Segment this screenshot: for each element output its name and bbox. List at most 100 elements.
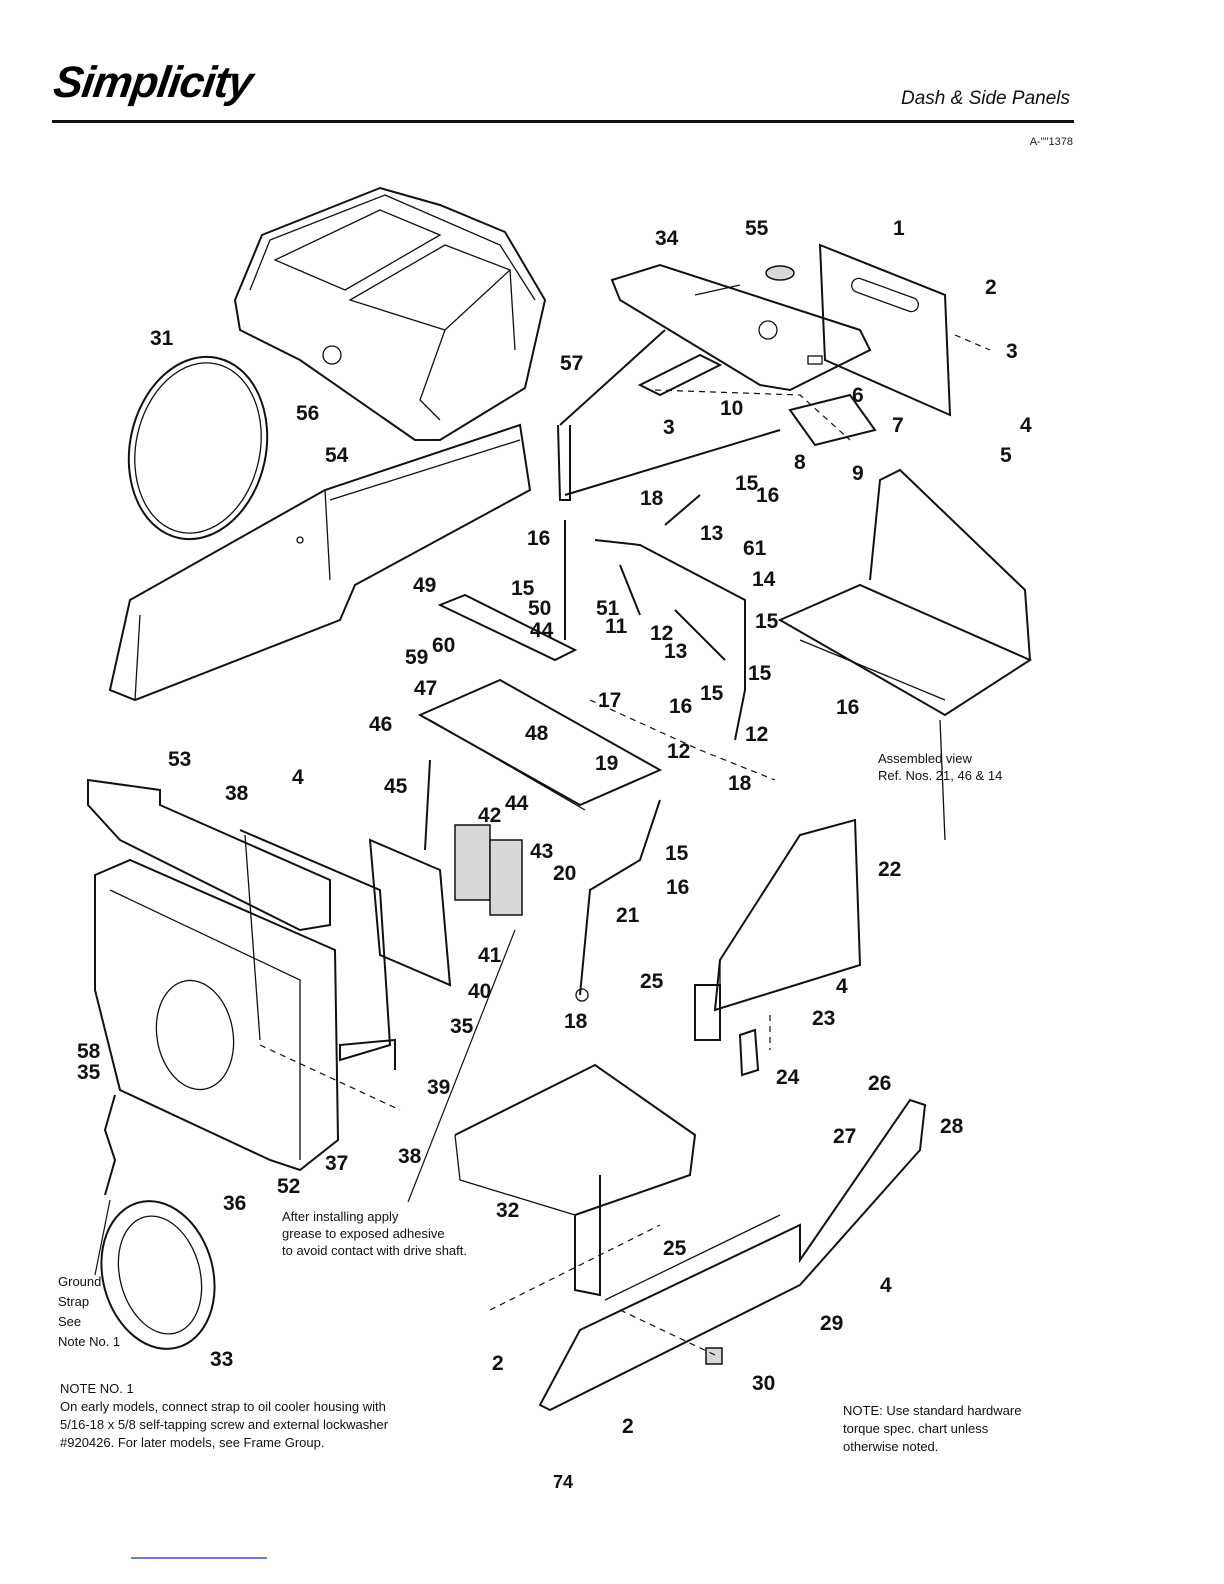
callout-13: 13	[700, 522, 723, 545]
callout-59: 59	[405, 646, 428, 669]
callout-35: 35	[77, 1061, 101, 1084]
callout-29: 29	[820, 1312, 843, 1335]
callout-4: 4	[292, 766, 304, 789]
callout-49: 49	[413, 574, 436, 597]
callout-44: 44	[505, 792, 529, 815]
callout-57: 57	[560, 352, 583, 375]
callout-16: 16	[527, 527, 550, 550]
part-left-side-panel	[108, 423, 532, 702]
callout-3: 3	[1006, 340, 1018, 363]
torque-note: NOTE: Use standard hardware torque spec.…	[843, 1403, 1022, 1454]
callout-15: 15	[700, 682, 724, 705]
callout-1: 1	[893, 217, 905, 240]
callout-15: 15	[735, 472, 759, 495]
part-dash-shroud	[233, 186, 547, 441]
callout-25: 25	[640, 970, 664, 993]
callout-3: 3	[663, 416, 675, 439]
part-housing	[94, 858, 340, 1172]
callout-54: 54	[325, 444, 349, 467]
callout-44: 44	[530, 619, 554, 642]
callout-4: 4	[880, 1274, 892, 1297]
callout-40: 40	[468, 980, 491, 1003]
callout-25: 25	[663, 1237, 687, 1260]
callout-19: 19	[595, 752, 618, 775]
callout-31: 31	[150, 327, 174, 350]
callout-2: 2	[492, 1352, 504, 1375]
callout-15: 15	[665, 842, 689, 865]
callout-23: 23	[812, 1007, 835, 1030]
ground-strap-label: Ground Strap See Note No. 1	[58, 1274, 121, 1349]
callout-43: 43	[530, 840, 553, 863]
callout-34: 34	[655, 227, 679, 250]
callout-17: 17	[598, 689, 621, 712]
callout-27: 27	[833, 1125, 856, 1148]
callout-16: 16	[756, 484, 779, 507]
callout-12: 12	[667, 740, 690, 763]
callout-26: 26	[868, 1072, 891, 1095]
callout-33: 33	[210, 1348, 233, 1371]
part-dash-bracket	[610, 263, 872, 392]
callout-36: 36	[223, 1192, 246, 1215]
callout-9: 9	[852, 462, 864, 485]
callout-15: 15	[755, 610, 779, 633]
callout-8: 8	[794, 451, 806, 474]
drawing-number: A-""1378	[1029, 136, 1073, 148]
callout-56: 56	[296, 402, 319, 425]
callout-46: 46	[369, 713, 392, 736]
callout-38: 38	[398, 1145, 422, 1168]
callout-45: 45	[384, 775, 408, 798]
callout-18: 18	[640, 487, 664, 510]
callout-53: 53	[168, 748, 191, 771]
part-frame-assembled	[777, 468, 1033, 841]
callout-39: 39	[427, 1076, 450, 1099]
callout-18: 18	[564, 1010, 588, 1033]
callout-32: 32	[496, 1199, 519, 1222]
callout-12: 12	[650, 622, 673, 645]
callout-50: 50	[528, 597, 551, 620]
callout-2: 2	[985, 276, 997, 299]
callout-10: 10	[720, 397, 743, 420]
callout-47: 47	[414, 677, 437, 700]
callout-52: 52	[277, 1175, 300, 1198]
callout-35: 35	[450, 1015, 474, 1038]
callout-37: 37	[325, 1152, 348, 1175]
callout-42: 42	[478, 804, 501, 827]
page-number: 74	[553, 1472, 574, 1492]
assembled-view-caption: Assembled view Ref. Nos. 21, 46 & 14	[878, 751, 1003, 783]
callout-30: 30	[752, 1372, 775, 1395]
callout-21: 21	[616, 904, 640, 927]
callout-5: 5	[1000, 444, 1012, 467]
callout-14: 14	[752, 568, 776, 591]
callout-41: 41	[478, 944, 502, 967]
callout-16: 16	[669, 695, 692, 718]
section-title: Dash & Side Panels	[901, 88, 1070, 109]
callout-48: 48	[525, 722, 549, 745]
link-bar	[131, 1557, 267, 1559]
callout-55: 55	[745, 217, 769, 240]
callout-61: 61	[743, 537, 767, 560]
callout-38: 38	[225, 782, 249, 805]
header-rule	[52, 120, 1074, 123]
callout-16: 16	[836, 696, 859, 719]
callout-24: 24	[776, 1066, 800, 1089]
callout-51: 51	[596, 597, 620, 620]
callout-11: 11	[605, 615, 628, 638]
callout-15: 15	[511, 577, 535, 600]
callout-15: 15	[748, 662, 772, 685]
callout-6: 6	[852, 384, 864, 407]
callout-60: 60	[432, 634, 455, 657]
callout-18: 18	[728, 772, 752, 795]
grease-note: After installing apply grease to exposed…	[282, 1209, 467, 1258]
callout-4: 4	[1020, 414, 1032, 437]
callout-28: 28	[940, 1115, 964, 1138]
callout-13: 13	[664, 640, 687, 663]
callout-16: 16	[666, 876, 689, 899]
callout-layer: 1 2 3 4 5 6 7 8 9 10 3 34 55 57 31 56 54…	[77, 217, 1032, 1438]
callout-12: 12	[745, 723, 768, 746]
callout-4: 4	[836, 975, 848, 998]
callout-20: 20	[553, 862, 576, 885]
callout-22: 22	[878, 858, 901, 881]
note-no-1: NOTE NO. 1 On early models, connect stra…	[60, 1381, 389, 1450]
callout-2: 2	[622, 1415, 634, 1438]
